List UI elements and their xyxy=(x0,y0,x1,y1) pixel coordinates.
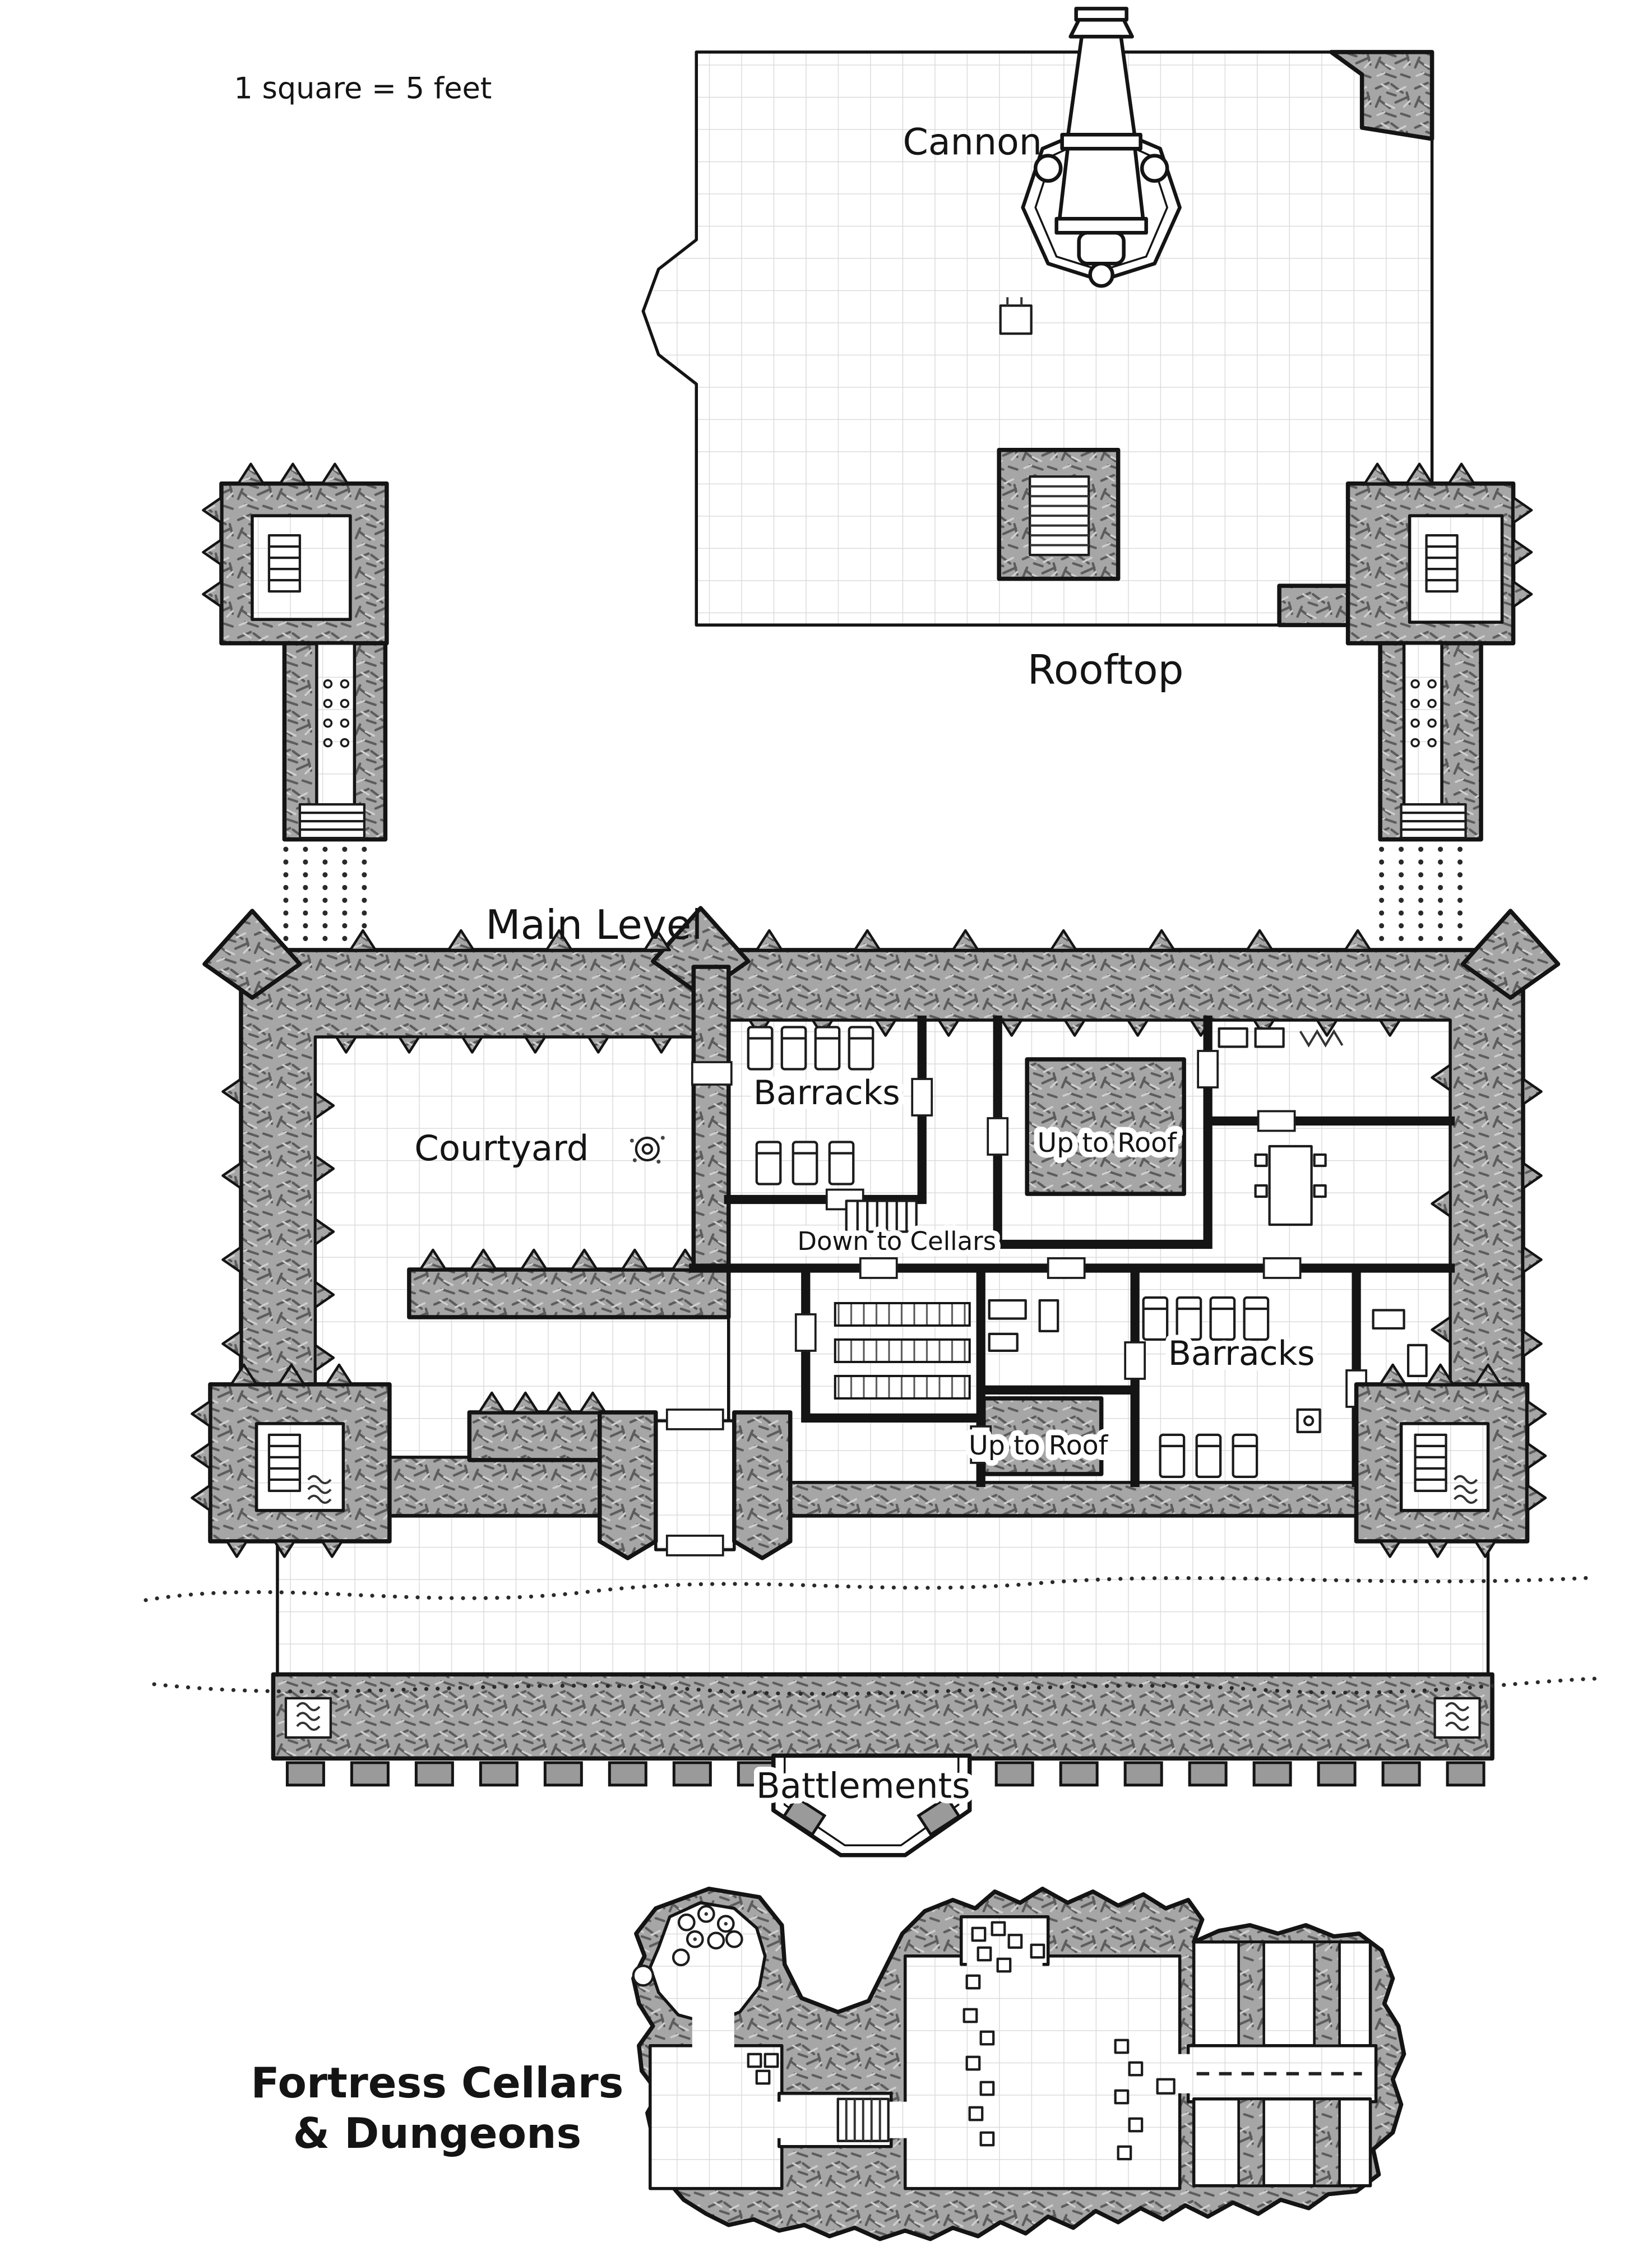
label-cellars-line1: Fortress Cellars xyxy=(251,2058,623,2107)
terrain-dots-upper xyxy=(144,1576,1594,1602)
label-cellars-line2: & Dungeons xyxy=(293,2109,581,2158)
dresser-icons xyxy=(1218,1027,1344,1048)
rooftop-level: Cannon Rooftop xyxy=(641,7,1434,694)
label-barracks-lower: Barracks xyxy=(1168,1334,1315,1373)
label-cannon: Cannon xyxy=(903,121,1042,163)
barrel-icons xyxy=(632,1905,743,1987)
stairs-icon xyxy=(1415,1435,1446,1491)
stairs-icon xyxy=(836,2097,890,2142)
stairs-icon xyxy=(300,804,364,838)
cell-pillar xyxy=(1313,1940,1341,2047)
label-up-to-roof-lower: Up to Roof xyxy=(969,1430,1109,1461)
cell-pillar xyxy=(1237,1940,1265,2047)
label-down-to-cellars: Down to Cellars xyxy=(797,1226,996,1256)
cellars-level: Fortress Cellars & Dungeons xyxy=(251,1887,1406,2241)
dungeon-cells-bottom xyxy=(1192,2097,1372,2188)
left-bastion xyxy=(192,1365,392,1557)
stair-core-lower xyxy=(981,1396,1104,1476)
well-icon xyxy=(630,1136,665,1164)
cannon-icon xyxy=(1021,7,1182,288)
left-tower xyxy=(203,464,389,942)
label-courtyard: Courtyard xyxy=(414,1128,589,1169)
main-level: Main Level Courtyard Barracks Up to Roof… xyxy=(144,902,1600,1857)
courtyard-rooms-divider xyxy=(691,965,731,1271)
south-bastion xyxy=(771,1753,972,1857)
gate-door-south xyxy=(665,1534,724,1557)
stairs-icon xyxy=(1401,804,1466,838)
battlement-wall xyxy=(271,1672,1494,1761)
bed-icons-lower-barracks xyxy=(1144,1298,1321,1477)
right-tower xyxy=(1345,464,1531,942)
label-barracks-upper: Barracks xyxy=(753,1073,900,1113)
cell-pillar xyxy=(1237,2097,1265,2187)
label-main-level: Main Level xyxy=(485,902,702,949)
right-bastion xyxy=(1354,1365,1545,1557)
dungeon-cells-top xyxy=(1192,1940,1372,2048)
passage-dots xyxy=(283,846,367,942)
rooftop-wall-corner xyxy=(1329,50,1434,141)
murder-holes xyxy=(1410,679,1437,748)
passage-dots xyxy=(1379,846,1463,942)
roof-crate-icon xyxy=(999,297,1033,335)
stairs-icon xyxy=(269,1435,300,1491)
gate-passage xyxy=(654,1419,736,1551)
table-icon xyxy=(1254,1145,1327,1226)
stairs-icon xyxy=(269,535,300,591)
doors xyxy=(691,1050,1367,1464)
outer-ward xyxy=(276,1514,1490,1676)
scale-note: 1 square = 5 feet xyxy=(234,71,492,105)
gatehouse xyxy=(598,1409,793,1560)
courtyard-wall xyxy=(407,1250,731,1462)
stair-core-upper xyxy=(1025,1057,1186,1196)
gate-tower-west xyxy=(598,1410,658,1560)
terrain-dots-lower xyxy=(152,1676,1600,1696)
label-battlements: Battlements xyxy=(756,1765,970,1806)
desk-icons xyxy=(988,1299,1428,1378)
gate-door-north xyxy=(665,1409,724,1430)
crate-icons xyxy=(748,1923,1176,2159)
cellar-room-left xyxy=(649,2044,784,2190)
roof-stair-housing xyxy=(997,447,1121,581)
murder-holes xyxy=(323,679,350,748)
cell-pillar xyxy=(1313,2097,1341,2187)
gate-tower-east xyxy=(732,1410,793,1560)
mess-tables xyxy=(834,1301,971,1400)
label-rooftop: Rooftop xyxy=(1028,647,1184,694)
label-up-to-roof-upper: Up to Roof xyxy=(1037,1128,1177,1159)
dungeon-corridor xyxy=(1186,2044,1378,2104)
stairs-icon xyxy=(1427,535,1457,591)
